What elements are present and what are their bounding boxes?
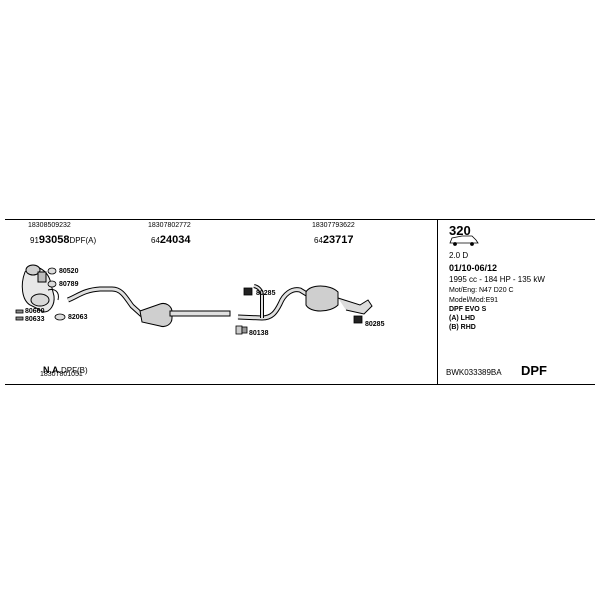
part1-oe-number: 18308509232 xyxy=(28,222,71,229)
kit-code: BWK033389BA xyxy=(446,368,502,377)
vehicle-date-range: 01/10-06/12 xyxy=(449,263,498,273)
part2-label[interactable]: 6424034 xyxy=(151,231,191,247)
part4-label[interactable]: N.A.DPF(B) xyxy=(43,361,88,377)
clamp-icon xyxy=(235,287,363,335)
part3-code: 23717 xyxy=(322,234,354,246)
part1-code: 93058 xyxy=(38,234,70,246)
vehicle-rhd: (B) RHD xyxy=(449,324,476,331)
rear-silencer-part xyxy=(305,285,373,315)
part1-label[interactable]: 9193058DPF(A) xyxy=(30,231,96,247)
vehicle-specs: 1995 cc - 184 HP - 135 kW xyxy=(449,275,545,284)
part2-oe-number: 18307802772 xyxy=(148,222,191,229)
fitting-label-80138[interactable]: 80138 xyxy=(249,330,269,337)
part2-prefix: 64 xyxy=(151,236,160,245)
fitting-label-80660[interactable]: 80660 xyxy=(25,308,45,315)
part4-code: N.A. xyxy=(43,365,61,375)
fitting-label-80633[interactable]: 80633 xyxy=(25,316,45,323)
part1-suffix: DPF(A) xyxy=(69,236,97,245)
panel-divider xyxy=(437,219,438,384)
part3-prefix: 64 xyxy=(314,236,323,245)
diagram-frame xyxy=(5,219,595,385)
part3-oe-number: 18307793622 xyxy=(312,222,355,229)
vehicle-model-mod: Model/Mod:E91 xyxy=(449,297,499,304)
fitting-label-80789[interactable]: 80789 xyxy=(59,281,79,288)
fitting-label-82063[interactable]: 82063 xyxy=(68,314,88,321)
middle-silencer-part xyxy=(139,303,231,327)
vehicle-engine-size: 2.0 D xyxy=(449,251,469,260)
part4-suffix: DPF(B) xyxy=(61,366,88,375)
car-icon xyxy=(449,235,479,246)
fittings-left xyxy=(15,267,66,321)
vehicle-lhd: (A) LHD xyxy=(449,315,476,322)
vehicle-model: 320 xyxy=(449,223,471,238)
front-pipe-part xyxy=(67,286,144,317)
vehicle-mot-eng: Mot/Eng: N47 D20 C xyxy=(449,287,514,294)
part2-code: 24034 xyxy=(159,234,191,246)
dpf-catalyst-part xyxy=(21,264,59,313)
fitting-label-80520[interactable]: 80520 xyxy=(59,268,79,275)
part3-label[interactable]: 6423717 xyxy=(314,231,354,247)
part4-oe-number: 18307801051 xyxy=(40,371,83,378)
fitting-label-80285-b[interactable]: 80285 xyxy=(365,321,385,328)
fitting-label-80285-a[interactable]: 80285 xyxy=(256,290,276,297)
part1-prefix: 91 xyxy=(30,236,39,245)
rear-pipe-part xyxy=(237,284,312,321)
vehicle-dpf: DPF EVO S xyxy=(449,306,487,313)
kit-type: DPF xyxy=(521,363,547,378)
